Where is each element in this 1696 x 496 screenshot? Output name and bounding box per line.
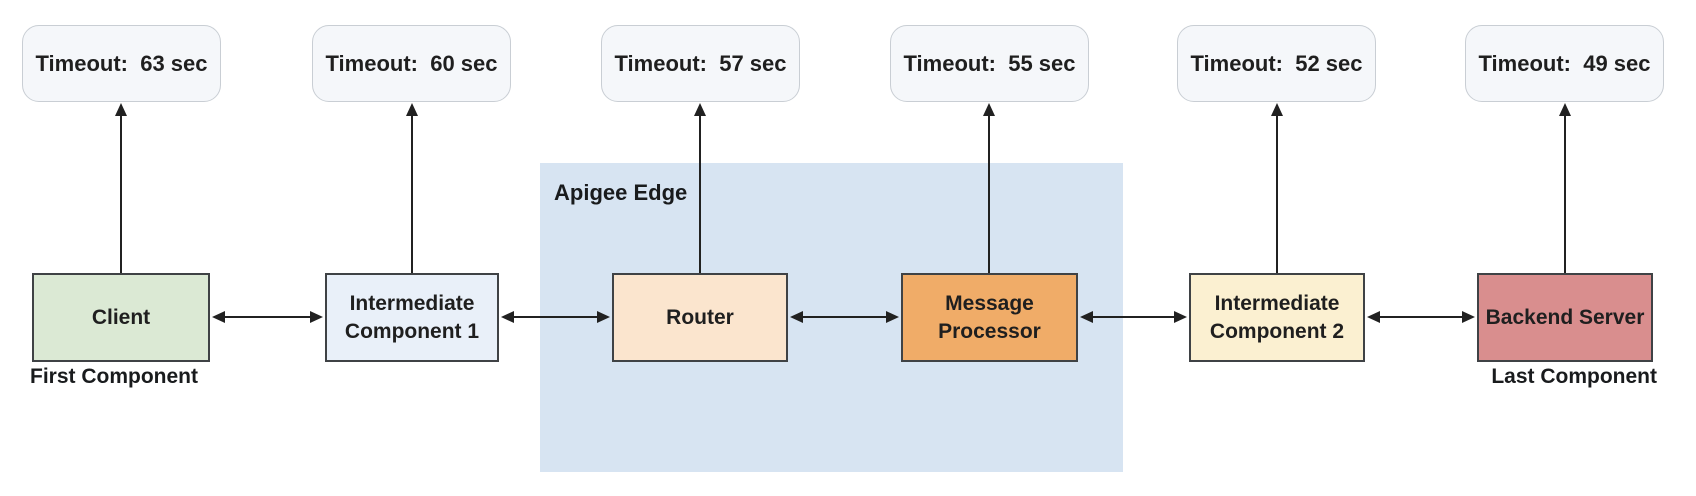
arrowhead-up-icon	[115, 103, 127, 116]
arrowhead-right-icon	[597, 311, 610, 323]
arrowhead-up-icon	[694, 103, 706, 116]
arrow-bidirectional-router-message-processor	[790, 311, 899, 324]
arrow-line	[120, 114, 122, 273]
arrow-line	[699, 114, 701, 273]
apigee-edge-label: Apigee Edge	[554, 180, 688, 205]
timeout-badge-message-processor: Timeout: 55 sec	[890, 25, 1089, 102]
arrowhead-up-icon	[406, 103, 418, 116]
node-client: Client	[32, 273, 210, 362]
node-message-processor: Message Processor	[901, 273, 1078, 362]
label-last-component: Last Component	[1491, 365, 1657, 388]
node-intermediate-component-2: Intermediate Component 2	[1189, 273, 1365, 362]
arrowhead-up-icon	[1559, 103, 1571, 116]
node-intermediate-component-1: Intermediate Component 1	[325, 273, 499, 362]
arrowhead-up-icon	[1271, 103, 1283, 116]
timeout-badge-intermediate-component-2: Timeout: 52 sec	[1177, 25, 1376, 102]
arrow-up-backend-server-timeout	[1559, 103, 1571, 273]
timeout-badge-backend-server: Timeout: 49 sec	[1465, 25, 1664, 102]
timeout-badge-router: Timeout: 57 sec	[601, 25, 800, 102]
arrow-line	[988, 114, 990, 273]
arrow-line	[1377, 316, 1465, 318]
arrowhead-right-icon	[310, 311, 323, 323]
arrowhead-right-icon	[1462, 311, 1475, 323]
arrow-up-client-timeout	[115, 103, 127, 273]
timeout-badge-intermediate-component-1: Timeout: 60 sec	[312, 25, 511, 102]
arrowhead-right-icon	[1174, 311, 1187, 323]
arrowhead-left-icon	[1367, 311, 1380, 323]
arrow-up-message-processor-timeout	[983, 103, 995, 273]
arrow-line	[1090, 316, 1177, 318]
arrow-bidirectional-client-ic1	[212, 311, 323, 324]
arrow-line	[1564, 114, 1566, 273]
node-router: Router	[612, 273, 788, 362]
arrow-line	[411, 114, 413, 273]
arrow-bidirectional-ic1-router	[501, 311, 610, 324]
arrowhead-up-icon	[983, 103, 995, 116]
arrow-bidirectional-ic2-backend-server	[1367, 311, 1475, 324]
arrow-up-router-timeout	[694, 103, 706, 273]
arrowhead-left-icon	[212, 311, 225, 323]
arrow-line	[222, 316, 313, 318]
label-first-component: First Component	[30, 365, 198, 388]
arrow-line	[1276, 114, 1278, 273]
arrow-line	[800, 316, 889, 318]
node-backend-server: Backend Server	[1477, 273, 1653, 362]
arrowhead-left-icon	[1080, 311, 1093, 323]
arrowhead-right-icon	[886, 311, 899, 323]
arrow-line	[511, 316, 600, 318]
timeout-badge-client: Timeout: 63 sec	[22, 25, 221, 102]
arrow-bidirectional-message-processor-ic2	[1080, 311, 1187, 324]
arrow-up-intermediate-component-1-timeout	[406, 103, 418, 273]
arrowhead-left-icon	[790, 311, 803, 323]
arrowhead-left-icon	[501, 311, 514, 323]
arrow-up-intermediate-component-2-timeout	[1271, 103, 1283, 273]
